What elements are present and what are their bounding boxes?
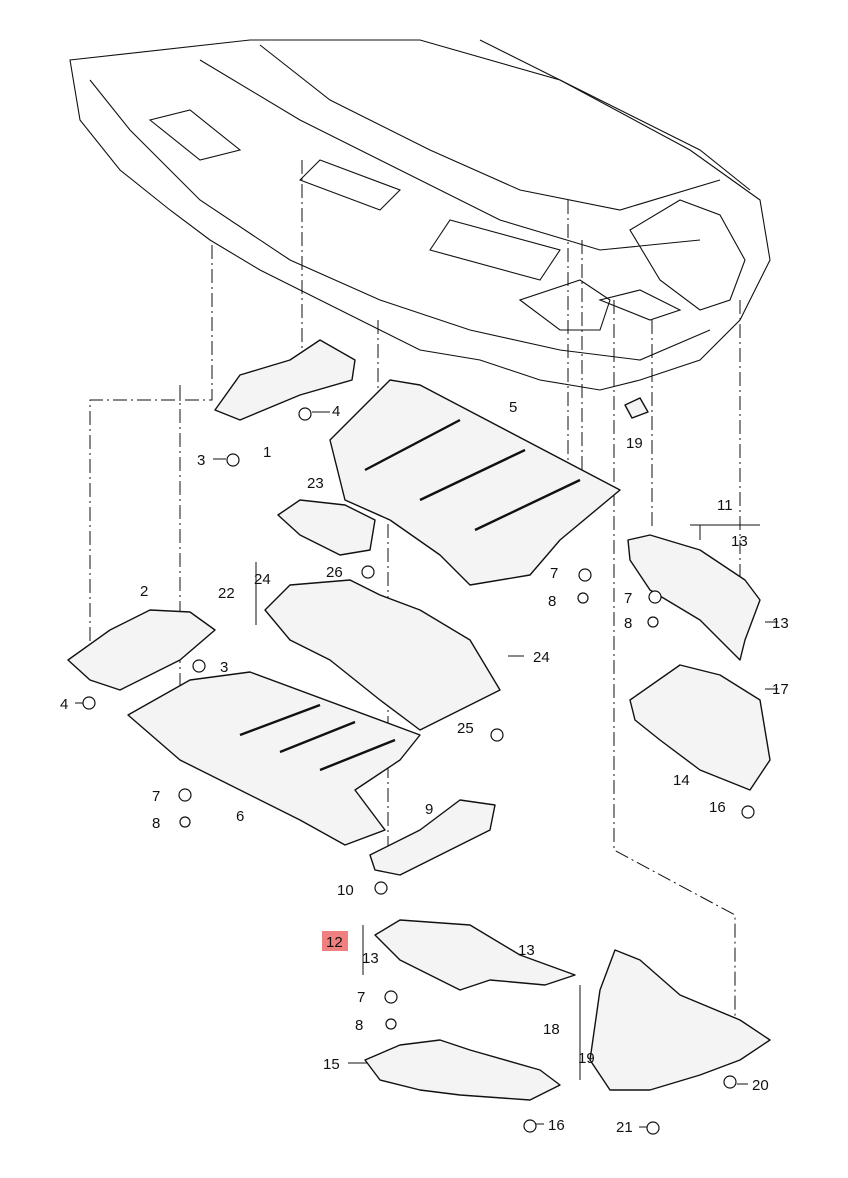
callout-4b: 4 (60, 696, 68, 713)
callout-20: 20 (752, 1077, 769, 1094)
callout-13d: 13 (518, 942, 535, 959)
part-22-cover (264, 579, 501, 731)
callout-8c: 8 (152, 815, 160, 832)
callout-6: 6 (236, 808, 244, 825)
callout-labels: 4 3 1 5 19 23 11 13 22 24 26 7 8 2 3 24 … (60, 399, 789, 1136)
vehicle-underbody (69, 39, 771, 391)
part-1-heat-shield (214, 339, 356, 421)
callout-7c: 7 (152, 788, 160, 805)
callout-5: 5 (509, 399, 517, 416)
callout-26: 26 (326, 564, 343, 581)
part-12-13-trim (374, 919, 576, 991)
callout-9: 9 (425, 801, 433, 818)
callout-3b: 3 (220, 659, 228, 676)
part-2-heat-shield (67, 609, 216, 691)
callout-22: 22 (218, 585, 235, 602)
part-9-bracket (369, 799, 496, 876)
callout-2: 2 (140, 583, 148, 600)
callout-17: 17 (772, 681, 789, 698)
callout-21: 21 (616, 1119, 633, 1136)
callout-1: 1 (263, 444, 271, 461)
callout-19: 19 (626, 435, 643, 452)
callout-24b: 24 (533, 649, 550, 666)
callout-15: 15 (323, 1056, 340, 1073)
callout-25: 25 (457, 720, 474, 737)
callout-23: 23 (307, 475, 324, 492)
callout-7: 7 (550, 565, 558, 582)
callout-14: 14 (673, 772, 690, 789)
callout-19b: 19 (578, 1050, 595, 1067)
part-14-side-panel (629, 664, 771, 791)
callout-16b: 16 (548, 1117, 565, 1134)
leader-lines (75, 411, 778, 1128)
part-5-underbody-panel (329, 379, 621, 586)
part-19-clip (624, 397, 649, 419)
callout-7d: 7 (357, 989, 365, 1006)
alignment-lines (89, 160, 741, 1040)
fasteners (82, 407, 755, 1135)
callout-24: 24 (254, 571, 271, 588)
callout-4: 4 (332, 403, 340, 420)
part-6-underbody-panel (127, 671, 421, 846)
callout-18: 18 (543, 1021, 560, 1038)
callout-16: 16 (709, 799, 726, 816)
callout-13b: 13 (772, 615, 789, 632)
part-15-trim (364, 1039, 561, 1101)
part-11-side-trim (627, 534, 761, 661)
callout-13: 13 (731, 533, 748, 550)
part-23-bracket (277, 499, 376, 556)
callout-8b: 8 (624, 615, 632, 632)
callout-3: 3 (197, 452, 205, 469)
highlight-badge-12 (322, 931, 348, 951)
callout-10: 10 (337, 882, 354, 899)
callout-7b: 7 (624, 590, 632, 607)
callout-8: 8 (548, 593, 556, 610)
part-18-19-cover (589, 949, 771, 1091)
callout-11: 11 (717, 497, 733, 514)
callout-12: 12 (326, 934, 343, 951)
callout-13c: 13 (362, 950, 379, 967)
callout-8d: 8 (355, 1017, 363, 1034)
